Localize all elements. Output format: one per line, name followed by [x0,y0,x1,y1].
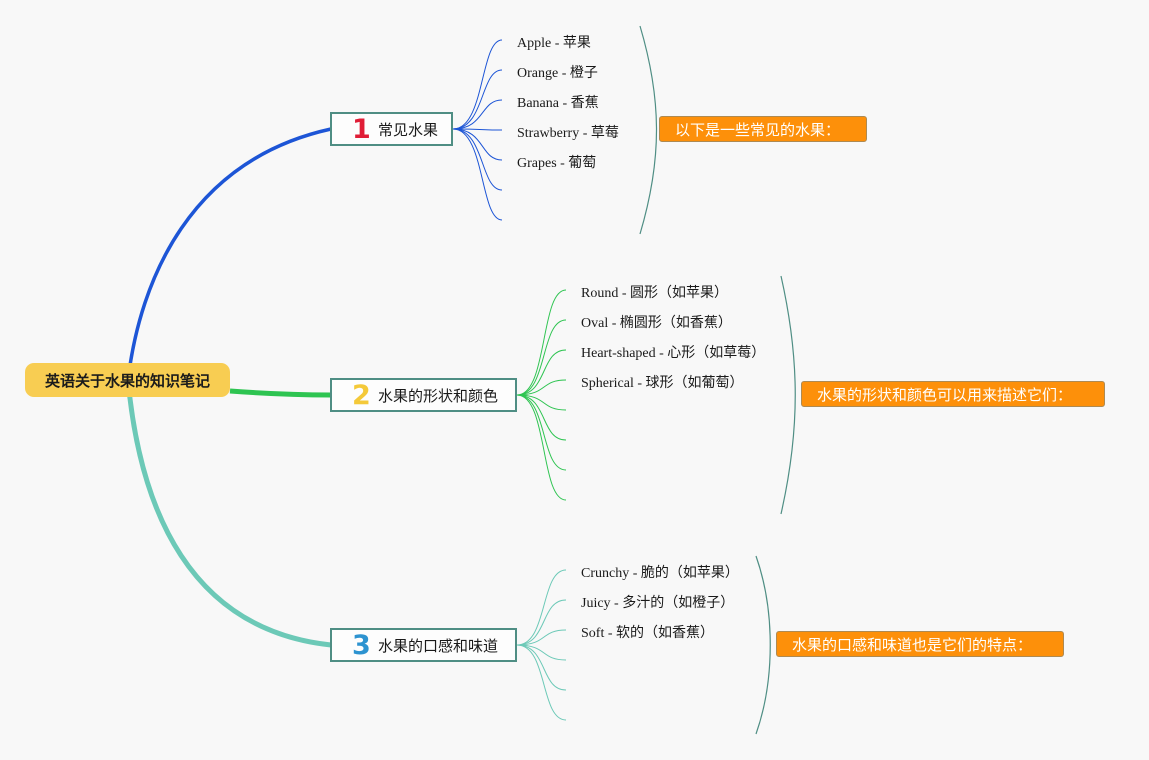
leaf-item[interactable]: Spherical - 球形（如葡萄） [581,376,744,391]
branch-number-2: 2 [352,379,371,411]
connector-root-branch-2 [229,388,332,398]
summary-note-3[interactable]: 水果的口感和味道也是它们的特点： [776,631,1064,657]
branch-label-1: 常见水果 [378,120,439,139]
branch-label-2: 水果的形状和颜色 [378,386,499,405]
leaf-item[interactable]: Heart-shaped - 心形（如草莓） [581,346,766,361]
fan-branch-1 [452,39,503,221]
branch-number-1: 1 [352,113,371,145]
brace-branch-3 [755,555,771,735]
leaf-item[interactable]: Juicy - 多汁的（如橙子） [581,596,735,611]
leaf-item[interactable]: Crunchy - 脆的（如苹果） [581,566,739,581]
leaf-item[interactable]: Soft - 软的（如香蕉） [581,626,714,641]
summary-note-1[interactable]: 以下是一些常见的水果： [659,116,867,142]
summary-note-3-text: 水果的口感和味道也是它们的特点： [792,635,1033,654]
summary-note-2-text: 水果的形状和颜色可以用来描述它们： [817,385,1073,404]
root-topic[interactable]: 英语关于水果的知识笔记 [25,363,230,397]
leaf-item[interactable]: Grapes - 葡萄 [517,156,597,171]
leaf-item[interactable]: Strawberry - 草莓 [517,126,619,141]
branch-number-3: 3 [352,629,371,661]
branch-topic-3[interactable]: 3 水果的口感和味道 [330,628,517,662]
branch-topic-2[interactable]: 2 水果的形状和颜色 [330,378,517,412]
root-topic-label: 英语关于水果的知识笔记 [44,371,210,390]
leaf-item[interactable]: Round - 圆形（如苹果） [581,286,728,301]
summary-note-1-text: 以下是一些常见的水果： [675,120,841,139]
leaf-item[interactable]: Apple - 苹果 [517,36,591,51]
fan-branch-3 [516,569,567,721]
brace-branch-2 [780,275,796,515]
branch-topic-1[interactable]: 1 常见水果 [330,112,453,146]
leaf-item[interactable]: Orange - 橙子 [517,66,598,81]
connector-root-branch-1 [126,127,332,381]
connector-root-branch-3 [125,379,332,648]
branch-label-3: 水果的口感和味道 [378,636,499,655]
leaf-item[interactable]: Oval - 椭圆形（如香蕉） [581,316,732,331]
summary-note-2[interactable]: 水果的形状和颜色可以用来描述它们： [801,381,1105,407]
fan-branch-2 [516,289,567,501]
brace-branch-1 [639,25,658,235]
leaf-item[interactable]: Banana - 香蕉 [517,96,599,111]
